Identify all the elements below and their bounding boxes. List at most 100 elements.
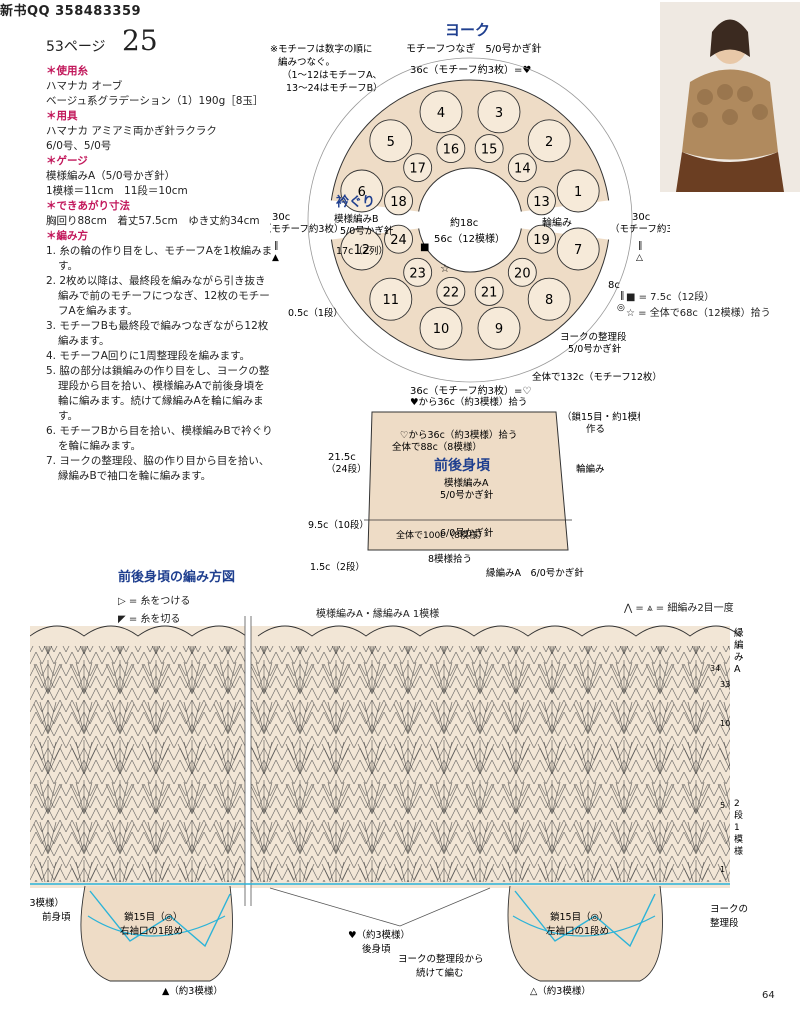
motif-number: 11 bbox=[383, 293, 400, 308]
motif-number: 19 bbox=[533, 233, 550, 248]
continue-label: ヨークの整理段から bbox=[398, 953, 484, 965]
left-30c-note: （モチーフ約3枚） bbox=[270, 223, 343, 235]
neck-measure: 約18c bbox=[450, 216, 478, 229]
body-ring: 輪編み bbox=[576, 463, 605, 475]
left-30c: 30c bbox=[272, 212, 290, 223]
motif-number: 2 bbox=[545, 135, 553, 150]
motif-circle bbox=[507, 153, 537, 183]
left-cuff-label2: 右袖口の1段め bbox=[120, 925, 183, 937]
row-num: 33 bbox=[720, 680, 730, 689]
yoke-title: ヨーク bbox=[445, 21, 490, 39]
motif-number: 7 bbox=[574, 243, 582, 258]
front-label: ♡（約3模様） bbox=[30, 897, 64, 909]
motif-number: 4 bbox=[437, 106, 445, 121]
height-21-rows: （24段） bbox=[326, 463, 367, 475]
motif-circle bbox=[403, 257, 433, 287]
motif-number: 17 bbox=[409, 162, 426, 177]
motif-number: 14 bbox=[514, 162, 531, 177]
row-num: 10 bbox=[720, 719, 730, 728]
yoke-outer-guide bbox=[307, 57, 633, 383]
body-hook: 5/0号かぎ針 bbox=[440, 489, 494, 501]
right-8c: 8c bbox=[608, 280, 620, 291]
total88: 全体で88c（8模様） bbox=[392, 441, 482, 453]
row-num: 1 bbox=[720, 865, 725, 874]
right-30c-note: （モチーフ約3枚） bbox=[610, 223, 670, 235]
method-step: 1. 糸の輪の作り目をし、モチーフAを1枚編みます。 bbox=[46, 245, 273, 272]
yoke-note: 13〜24はモチーフB） bbox=[286, 82, 383, 94]
size-line: 胸回り88cm 着丈57.5cm ゆき丈約34cm bbox=[46, 215, 260, 227]
edge-a-v: 縁 bbox=[734, 627, 744, 639]
motif-circle bbox=[436, 134, 466, 163]
method-step: 3. モチーフBも最終段で編みつなぎながら12枚編みます。 bbox=[46, 320, 269, 347]
right-8c-equals: ‖ bbox=[620, 291, 625, 301]
legend-square: ■ = 7.5c（12段） bbox=[626, 292, 715, 303]
front-label2: 前身頃 bbox=[42, 911, 71, 923]
motif-circle bbox=[419, 90, 463, 134]
motif-number: 1 bbox=[574, 185, 582, 200]
row-num: 5 bbox=[720, 801, 725, 810]
height-9: 9.5c（10段） bbox=[308, 519, 369, 531]
motif-number: 23 bbox=[409, 266, 426, 281]
back-label2: 後身頃 bbox=[362, 943, 391, 955]
motif-number: 20 bbox=[514, 266, 531, 281]
chain-label: （鎖15目・約1模様） bbox=[562, 411, 640, 423]
page-number: 64 bbox=[762, 990, 775, 1001]
pick8: 8模様拾う bbox=[428, 553, 472, 565]
side-17c: 17c（2列） bbox=[336, 245, 388, 257]
scallop-edge bbox=[30, 625, 741, 637]
v-opening bbox=[270, 888, 490, 926]
motif-circle bbox=[419, 306, 463, 350]
right-cuff bbox=[507, 885, 663, 982]
motif-number: 13 bbox=[533, 195, 550, 210]
method-step: 2. 2枚め以降は、最終段を編みながら引き抜き編みで前のモチーフにつなぎ、12枚… bbox=[46, 275, 270, 317]
motif-number: 16 bbox=[443, 143, 460, 158]
motif-circle bbox=[474, 277, 504, 306]
motif-circle bbox=[507, 257, 537, 287]
method-step: 5. 脇の部分は鎖編みの作り目をし、ヨークの整理段から目を拾い、模様編みAで前後… bbox=[46, 365, 270, 422]
row-05: 0.5c（1段） bbox=[288, 307, 343, 319]
right-triangle: △ bbox=[636, 253, 643, 263]
motif-circle bbox=[403, 153, 433, 183]
motif-number: 8 bbox=[545, 293, 553, 308]
motif-number: 3 bbox=[495, 106, 503, 121]
instructions-column: ＊使用糸 ハマナカ オーブ ベージュ系グラデーション（1）190g［8玉］ ＊用… bbox=[46, 64, 274, 484]
motif-number: 21 bbox=[481, 285, 498, 300]
right-equals: ‖ bbox=[638, 241, 643, 251]
right-cuff-label2: 左袖口の1段め bbox=[546, 925, 609, 937]
collar-hook: 5/0号かぎ針 bbox=[340, 225, 394, 237]
yoke-subtitle: モチーフつなぎ 5/0号かぎ針 bbox=[406, 42, 542, 55]
motif-number: 9 bbox=[495, 322, 503, 337]
tool-line: 6/0号、5/0号 bbox=[46, 140, 112, 152]
square-marker: ■ bbox=[420, 242, 429, 253]
motif-number: 10 bbox=[433, 322, 450, 337]
method-step: 6. モチーフBから目を拾い、模様編みBで衿ぐりを輪に編みます。 bbox=[46, 425, 273, 452]
left-cuff-label: 鎖15目（◎） bbox=[124, 911, 182, 923]
total-132: 全体で132c（モチーフ12枚） bbox=[532, 371, 662, 383]
yoke-edge-label2: 整理段 bbox=[710, 917, 739, 929]
height-1: 1.5c（2段） bbox=[310, 561, 365, 573]
collar-pattern: 模様編みB bbox=[334, 213, 379, 225]
repeat-v: 模 bbox=[734, 834, 743, 845]
right-8c-circle: ◎ bbox=[617, 303, 625, 313]
motif-number: 18 bbox=[390, 195, 407, 210]
repeat-v: 様 bbox=[734, 845, 743, 857]
neck-stitches: 56c（12模様） bbox=[434, 232, 505, 245]
height-21: 21.5c bbox=[328, 452, 356, 463]
legend-star: ☆ = 全体で68c（12模様）拾う bbox=[626, 308, 771, 319]
edge-a: 縁編みA 6/0号かぎ針 bbox=[486, 567, 584, 579]
dec-legend: ⋀ = ⩓ = 細編み2目一度 bbox=[624, 603, 734, 614]
continue-label2: 続けて編む bbox=[416, 967, 464, 979]
motif-circle bbox=[340, 169, 384, 213]
edge-a-v: み bbox=[734, 652, 744, 663]
yoke-edge: ヨークの整理段 bbox=[560, 331, 627, 343]
motif-circle bbox=[340, 227, 384, 271]
chain-label2: 作る bbox=[586, 423, 605, 435]
yoke-bottom-label: 36c（モチーフ約3枚）=♡ bbox=[410, 384, 531, 397]
gauge-line: 模様編みA（5/0号かぎ針） bbox=[46, 170, 176, 182]
page-reference: 53ページ bbox=[46, 39, 106, 55]
motif-number: 12 bbox=[354, 243, 371, 258]
motif-number: 24 bbox=[390, 233, 407, 248]
motif-circle bbox=[527, 119, 571, 163]
stitch-diagram: 縁 編 み A 34 33 10 5 1 2 段 1 模 様 ♡（約3模様） 前… bbox=[30, 616, 748, 997]
